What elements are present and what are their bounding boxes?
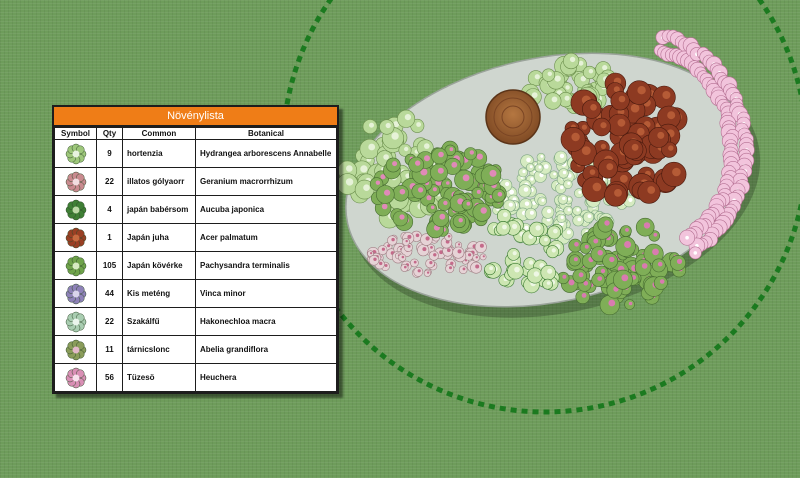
symbol-cell [54,167,97,196]
header-qty: Qty [96,127,123,140]
geranium-mound [366,229,487,278]
symbol-cell [54,251,97,280]
symbol-cell [54,335,97,364]
plant-list-legend: Növénylista Symbol Qty Common Botanical … [52,105,339,394]
symbol-cell [54,139,97,168]
header-botanical: Botanical [195,127,337,140]
symbol-cell [54,195,97,224]
path-circle [280,0,800,415]
symbol-cell [54,363,97,392]
qty-cell: 22 [96,167,123,196]
abelia-clump-left [369,140,507,239]
symbol-cell [54,223,97,252]
botanical-name-cell: Hydrangea arborescens Annabelle [195,139,337,168]
plants-layer [336,29,755,316]
qty-cell: 9 [96,139,123,168]
table-header-row: Symbol Qty Common Botanical [54,127,337,140]
abelia-clump-right [557,216,687,316]
common-name-cell: hortenzia [122,139,196,168]
common-name-cell: Japán kövérke [122,251,196,280]
common-name-cell: japán babérsom [122,195,196,224]
common-name-cell: illatos gólyaorr [122,167,196,196]
qty-cell: 44 [96,279,123,308]
common-name-cell: Kis meténg [122,279,196,308]
japanese-maple [560,72,688,207]
botanical-name-cell: Heuchera [195,363,337,392]
common-name-cell: Tüzesö [122,363,196,392]
aucuba-plant-3 [521,221,565,259]
maple-icon [65,227,86,248]
qty-cell: 11 [96,335,123,364]
vinca-icon [65,283,86,304]
header-symbol: Symbol [54,127,97,140]
qty-cell: 4 [96,195,123,224]
qty-cell: 1 [96,223,123,252]
heuchera-arc [653,29,755,260]
pachysandra-icon [65,255,86,276]
botanical-name-cell: Acer palmatum [195,223,337,252]
botanical-name-cell: Aucuba japonica [195,195,337,224]
grass-icon [65,311,86,332]
qty-cell: 105 [96,251,123,280]
legend-title: Növénylista [54,107,337,127]
botanical-name-cell: Geranium macrorrhizum [195,167,337,196]
common-name-cell: Japán juha [122,223,196,252]
symbol-cell [54,279,97,308]
botanical-name-cell: Abelia grandiflora [195,335,337,364]
common-name-cell: tárnicslonc [122,335,196,364]
botanical-name-cell: Vinca minor [195,279,337,308]
aucuba-plant-4 [521,259,560,294]
abelia-icon [65,339,86,360]
qty-cell: 56 [96,363,123,392]
symbol-cell [54,307,97,336]
geranium-icon [65,171,86,192]
common-name-cell: Szakálfű [122,307,196,336]
qty-cell: 22 [96,307,123,336]
header-common: Common [122,127,196,140]
heuchera-icon [65,367,86,388]
hydrangea-icon [65,143,86,164]
botanical-name-cell: Hakonechloa macra [195,307,337,336]
botanical-name-cell: Pachysandra terminalis [195,251,337,280]
tree-stump [485,89,541,145]
aucuba-icon [65,199,86,220]
